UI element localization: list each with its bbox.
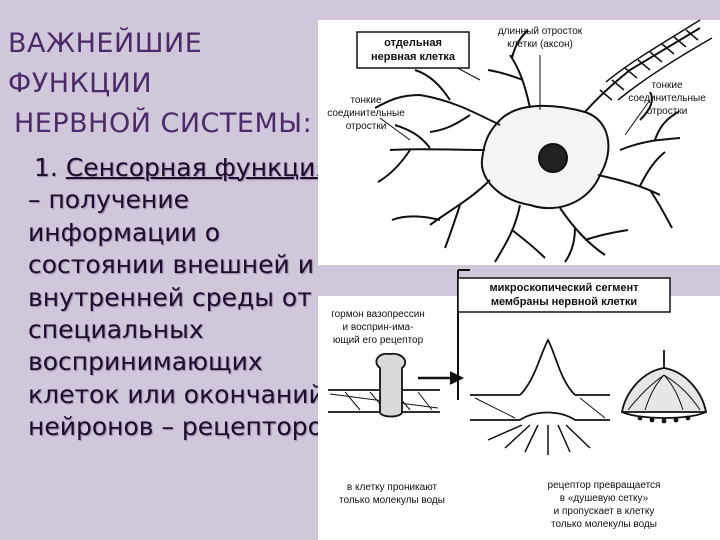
hormone-label-line-1: гормон вазопрессин: [331, 309, 425, 320]
title-line-1: ВАЖНЕЙШИЕ ФУНКЦИИ: [8, 28, 203, 99]
neuron-axon: [584, 27, 701, 113]
water-label-line-2: только молекулы воды: [339, 495, 445, 506]
item-description: – получение информации о состоянии внешн…: [28, 185, 346, 442]
left-fibers-label-line-3: отростки: [346, 121, 387, 132]
axon-label-line-1: длинный отросток: [498, 26, 583, 37]
membrane-label-line-2: мембраны нервной клетки: [491, 296, 637, 308]
left-fibers-label-line-1: тонкие: [350, 95, 382, 106]
neuron-label-line-1: отдельная: [384, 37, 442, 49]
membrane-label-line-1: микроскопический сегмент: [490, 282, 640, 294]
water-label-line-1: в клетку проникают: [347, 482, 438, 493]
right-fibers-label-line-2: соединительные: [628, 93, 706, 104]
body-paragraph: 1. Сенсорная функция – получение информа…: [28, 152, 348, 444]
axon-label-line-2: клетки (аксон): [507, 39, 573, 50]
slide-title: ВАЖНЕЙШИЕ ФУНКЦИИ НЕРВНОЙ СИСТЕМЫ:: [8, 24, 348, 144]
right-fibers-label-line-1: тонкие: [651, 80, 683, 91]
shower-label-line-3: и пропускает в клетку: [554, 506, 655, 517]
shower-label-line-4: только молекулы воды: [551, 519, 657, 530]
title-line-2: НЕРВНОЙ СИСТЕМЫ:: [14, 108, 313, 139]
neuron-label-box: [356, 31, 470, 69]
hormone-label-line-2: и восприн-има-: [343, 322, 414, 333]
hormone-label-line-3: ющий его рецептор: [333, 335, 424, 346]
shower-label-line-1: рецептор превращается: [548, 480, 661, 491]
neuron-label-line-2: нервная клетка: [371, 51, 456, 63]
receptor-shape: [375, 352, 407, 418]
shower-label-line-2: в «душевую сетку»: [560, 493, 649, 504]
membrane-label-box: [457, 277, 671, 313]
left-fibers-label-line-2: соединительные: [327, 108, 405, 119]
item-heading: Сенсорная функция: [65, 153, 331, 182]
item-number: 1.: [34, 153, 58, 182]
right-fibers-label-line-3: отростки: [647, 106, 688, 117]
neuron-nucleus: [538, 143, 568, 173]
